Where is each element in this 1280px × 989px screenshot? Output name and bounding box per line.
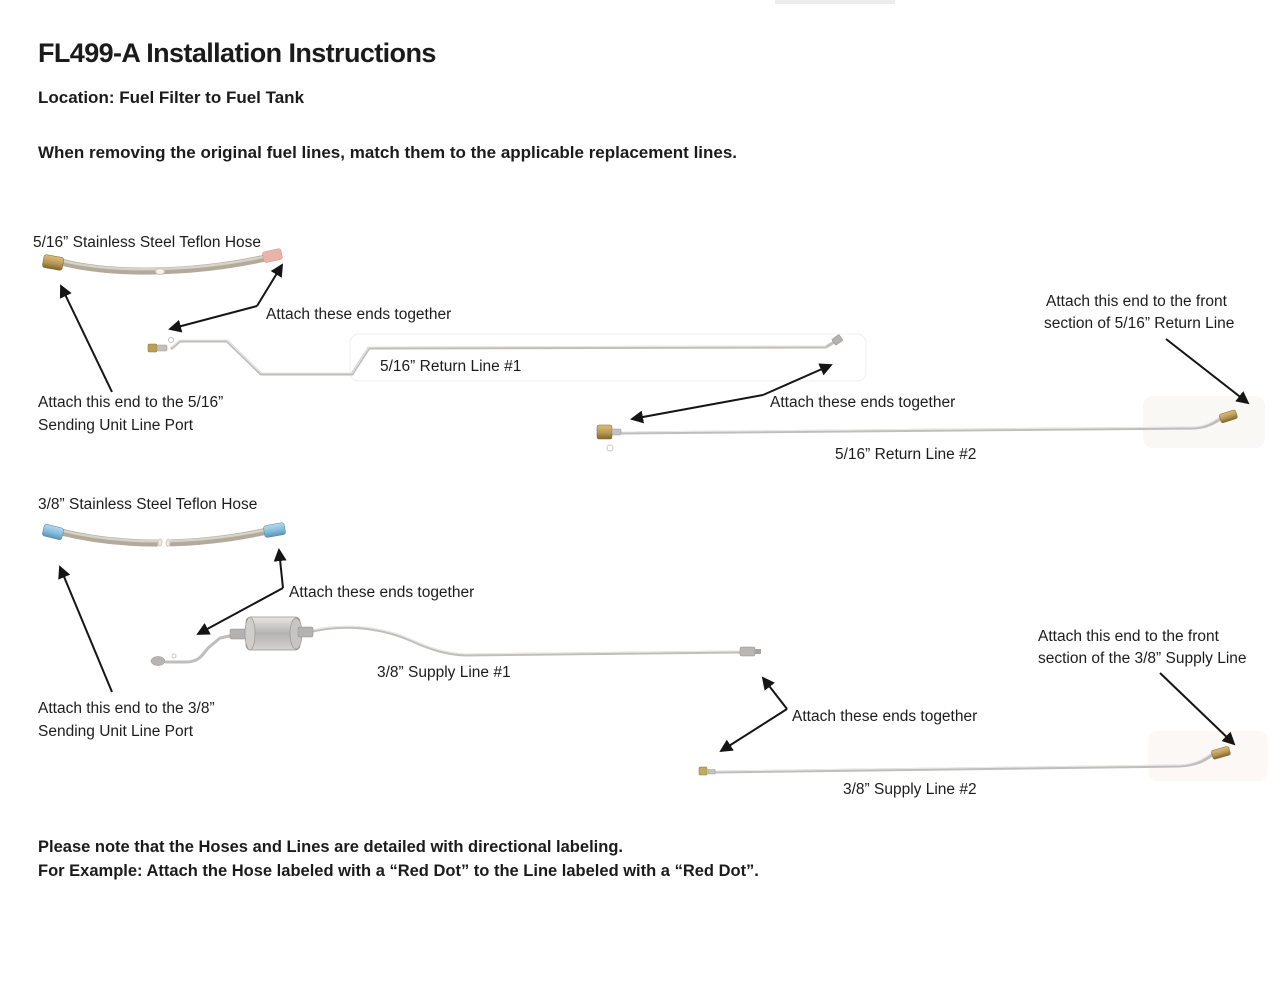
hose-516-brass-fitting: [42, 254, 64, 271]
page-title: FL499-A Installation Instructions: [38, 38, 436, 68]
supply-line-1-right-tip: [755, 649, 761, 654]
scan-artifact-line: [775, 0, 895, 4]
arrow-attach-return1-rear: [762, 363, 833, 396]
hose-38-blue-dot-fitting-left: [42, 524, 64, 540]
label-return-line-2: 5/16” Return Line #2: [835, 446, 976, 463]
supply-line-1-left-fitting: [150, 656, 166, 666]
arrow-sending-unit-38: [58, 565, 113, 693]
footer-note: Please note that the Hoses and Lines are…: [38, 835, 759, 883]
fuel-filter: [229, 616, 314, 651]
label-sending-unit-516-line2: Sending Unit Line Port: [38, 417, 194, 434]
return-line-2-highlight: [621, 416, 1221, 433]
hose-516-red-dot-fitting: [262, 248, 283, 263]
arrow-front-return-line: [1165, 338, 1250, 405]
arrow-attach-supply1-rear: [761, 676, 788, 710]
label-attach-ends-2: Attach these ends together: [770, 394, 955, 411]
return-line-2-left-collar: [611, 428, 622, 436]
photo-boundary-return-line-1: [349, 333, 867, 382]
arrow-front-supply-line: [1159, 672, 1236, 746]
location-subtitle: Location: Fuel Filter to Fuel Tank: [38, 88, 305, 107]
label-sending-unit-38-line1: Attach this end to the 3/8”: [38, 700, 215, 717]
arrows: [58, 263, 1250, 753]
hose-38-stainless: [42, 522, 286, 549]
label-attach-ends-1: Attach these ends together: [266, 306, 451, 323]
label-front-return-line1: Attach this end to the front: [1046, 293, 1228, 310]
label-front-supply-line1: Attach this end to the front: [1038, 628, 1220, 645]
diagram-labels: 5/16” Stainless Steel Teflon Hose Attach…: [33, 234, 1247, 798]
supply-line-1-right-fitting: [739, 646, 756, 657]
return-line-1-left-fitting: [147, 343, 158, 353]
label-attach-ends-3: Attach these ends together: [289, 584, 474, 601]
hose-38-mid-gap: [157, 537, 171, 549]
footer-note-line1: Please note that the Hoses and Lines are…: [38, 838, 623, 856]
supply-line-1-highlight: [312, 625, 741, 655]
return-line-2-left-fitting: [596, 424, 613, 440]
return-line-2: [596, 409, 1238, 452]
label-hose-38: 3/8” Stainless Steel Teflon Hose: [38, 496, 257, 513]
return-line-1-right-fitting: [831, 334, 843, 346]
arrow-attach-return1-front: [168, 305, 258, 333]
label-sending-unit-516-line1: Attach this end to the 5/16”: [38, 394, 223, 411]
footer-note-line2: For Example: Attach the Hose labeled wit…: [38, 862, 759, 880]
hose-516-stainless: [42, 248, 283, 275]
label-front-supply-line2: section of the 3/8” Supply Line: [1038, 650, 1247, 667]
hose-38-blue-dot-fitting-right: [263, 522, 286, 538]
supply-line-2-left-collar: [707, 769, 716, 775]
return-line-2-ring: [606, 444, 614, 452]
hose-516-braid-highlight: [59, 254, 272, 271]
return-line-1-highlight: [171, 339, 827, 374]
supply-line-2-highlight: [715, 753, 1211, 772]
supply-line-1-tube-rear: [311, 625, 742, 657]
fuel-filter-inlet-nut: [229, 628, 247, 640]
label-attach-ends-4: Attach these ends together: [792, 708, 977, 725]
arrow-attach-supply1-front: [196, 587, 284, 635]
supply-line-2-left-fitting: [698, 766, 708, 776]
arrow-attach-return2-front: [630, 394, 764, 424]
return-line-1-ring: [168, 337, 174, 343]
arrow-attach-supply2-front: [719, 708, 788, 753]
supply-line-1-tube-front: [164, 633, 236, 664]
supply-line-1: [150, 616, 761, 666]
label-front-return-line2: section of 5/16” Return Line: [1044, 315, 1234, 332]
arrow-attach-hose38-end: [273, 548, 287, 589]
arrow-attach-hose516-end: [256, 263, 284, 307]
label-hose-516: 5/16” Stainless Steel Teflon Hose: [33, 234, 261, 251]
fuel-filter-outlet-nut: [297, 626, 314, 638]
label-supply-line-2: 3/8” Supply Line #2: [843, 781, 977, 798]
intro-instruction: When removing the original fuel lines, m…: [38, 143, 738, 162]
return-line-1-tube: [170, 339, 838, 376]
supply-line-2-right-fitting: [1211, 746, 1231, 760]
return-line-2-tube: [620, 416, 1224, 435]
photo-shade-return-line-2: [1143, 396, 1265, 448]
fuel-filter-left-rim: [244, 616, 256, 651]
return-line-1: [147, 334, 843, 376]
label-sending-unit-38-line2: Sending Unit Line Port: [38, 723, 194, 740]
return-line-2-right-fitting: [1219, 409, 1238, 424]
label-return-line-1: 5/16” Return Line #1: [380, 358, 521, 375]
supply-line-1-ring: [171, 653, 177, 659]
arrow-sending-unit-516: [59, 284, 113, 393]
label-supply-line-1: 3/8” Supply Line #1: [377, 664, 511, 681]
hose-516-mid-band: [155, 268, 165, 275]
return-line-1-left-collar: [156, 344, 168, 352]
supply-line-2: [698, 746, 1231, 776]
supply-line-2-tube: [714, 753, 1214, 774]
